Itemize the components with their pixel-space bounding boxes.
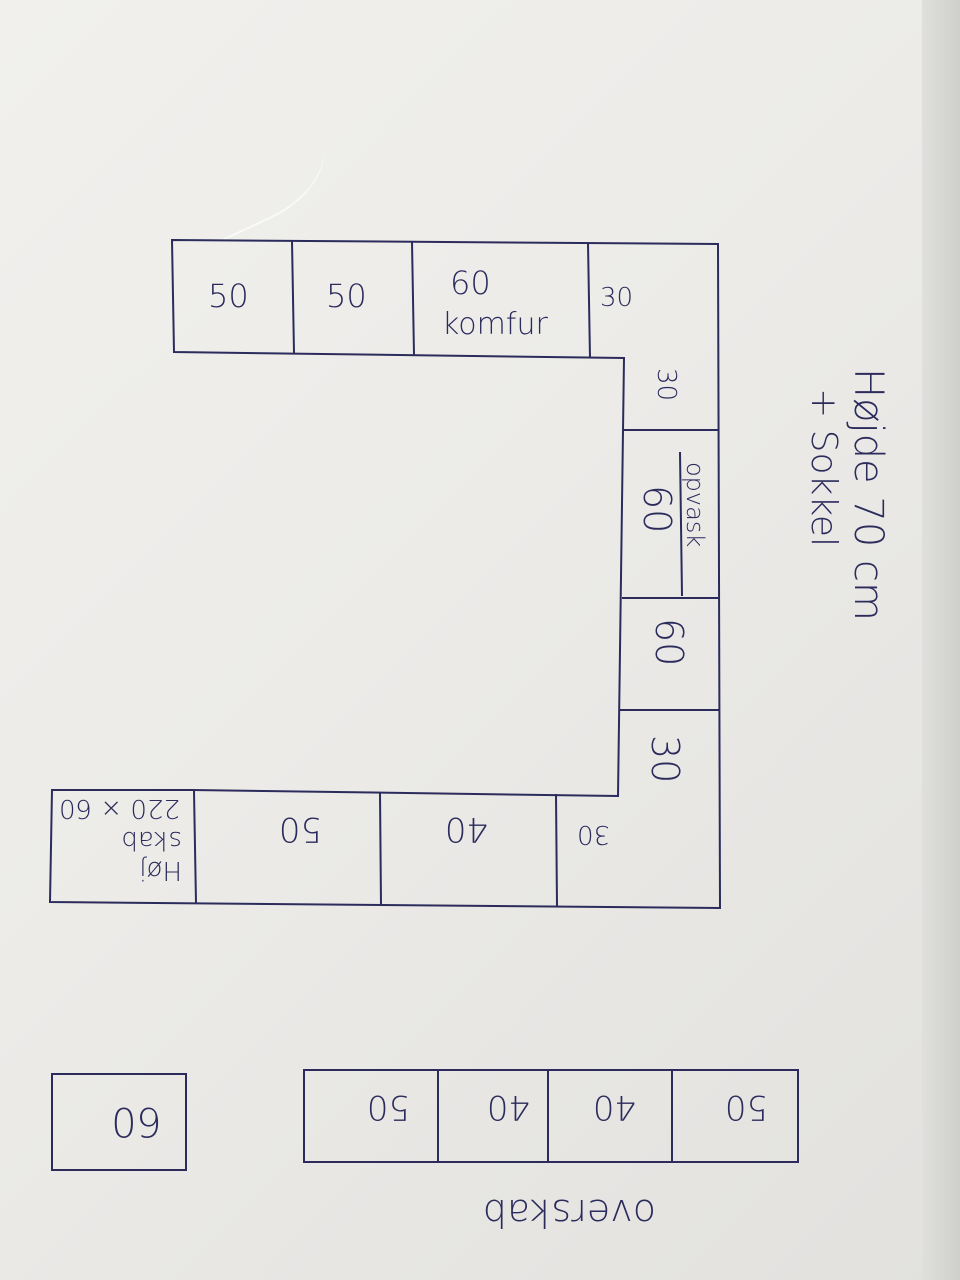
paper-edge — [922, 0, 960, 1280]
bottom-cell-2-label: 40 — [445, 809, 488, 849]
top-cell-2-label: 50 — [326, 277, 367, 315]
tall-cabinet-size: 220 × 60 — [59, 793, 180, 823]
bottom-divider-3 — [193, 790, 197, 904]
tall-cabinet-label: Høj — [139, 855, 182, 885]
wall-cell-3-label: 40 — [487, 1087, 530, 1127]
wall-cell-2-label: 40 — [593, 1087, 636, 1127]
right-cell-3-label: 60 — [647, 618, 691, 666]
right-cell-1-label: 30 — [651, 368, 681, 401]
height-title: Højde 70 cm — [845, 368, 891, 621]
sokkel-note: + Sokkel — [803, 388, 844, 547]
wall-cabinet-row: 50 40 40 50 overskab — [303, 1069, 799, 1235]
tall-cabinet-label-2: skab — [121, 825, 182, 855]
right-cell-2-label: 60 — [635, 485, 679, 533]
bottom-cell-3-label: 50 — [279, 809, 322, 849]
bottom-divider-2 — [379, 792, 382, 906]
wall-cell-1-label: 50 — [725, 1087, 768, 1127]
top-divider-2 — [411, 241, 415, 356]
wall-cabinet-outline — [303, 1069, 799, 1163]
counter-outline — [48, 238, 722, 910]
bottom-divider-1 — [555, 793, 558, 907]
bottom-cell-1-label: 30 — [577, 819, 610, 849]
top-divider-3 — [587, 242, 591, 359]
right-cell-2-sub: opvask — [681, 462, 709, 547]
wall-cell-4-label: 50 — [367, 1087, 410, 1127]
top-cabinet-run: 50 50 60 komfur 30 — [48, 238, 722, 910]
right-cabinet-run: 30 60 opvask 60 30 — [620, 368, 719, 783]
single-cabinet: 60 — [51, 1073, 187, 1171]
right-cell-4-label: 30 — [643, 735, 687, 783]
opvask-underline — [679, 451, 683, 597]
single-cabinet-label: 60 — [111, 1098, 162, 1144]
top-cell-3-label: 60 — [450, 264, 491, 302]
bottom-cabinet-run: 30 40 50 Høj skab 220 × 60 — [59, 790, 610, 907]
single-cabinet-outline — [51, 1073, 187, 1171]
top-cell-4-label: 30 — [600, 283, 633, 313]
overskab-caption: overskab — [483, 1191, 656, 1235]
top-cell-1-label: 50 — [208, 277, 249, 315]
top-cell-3-sub: komfur — [442, 307, 548, 342]
top-divider-1 — [291, 240, 295, 354]
